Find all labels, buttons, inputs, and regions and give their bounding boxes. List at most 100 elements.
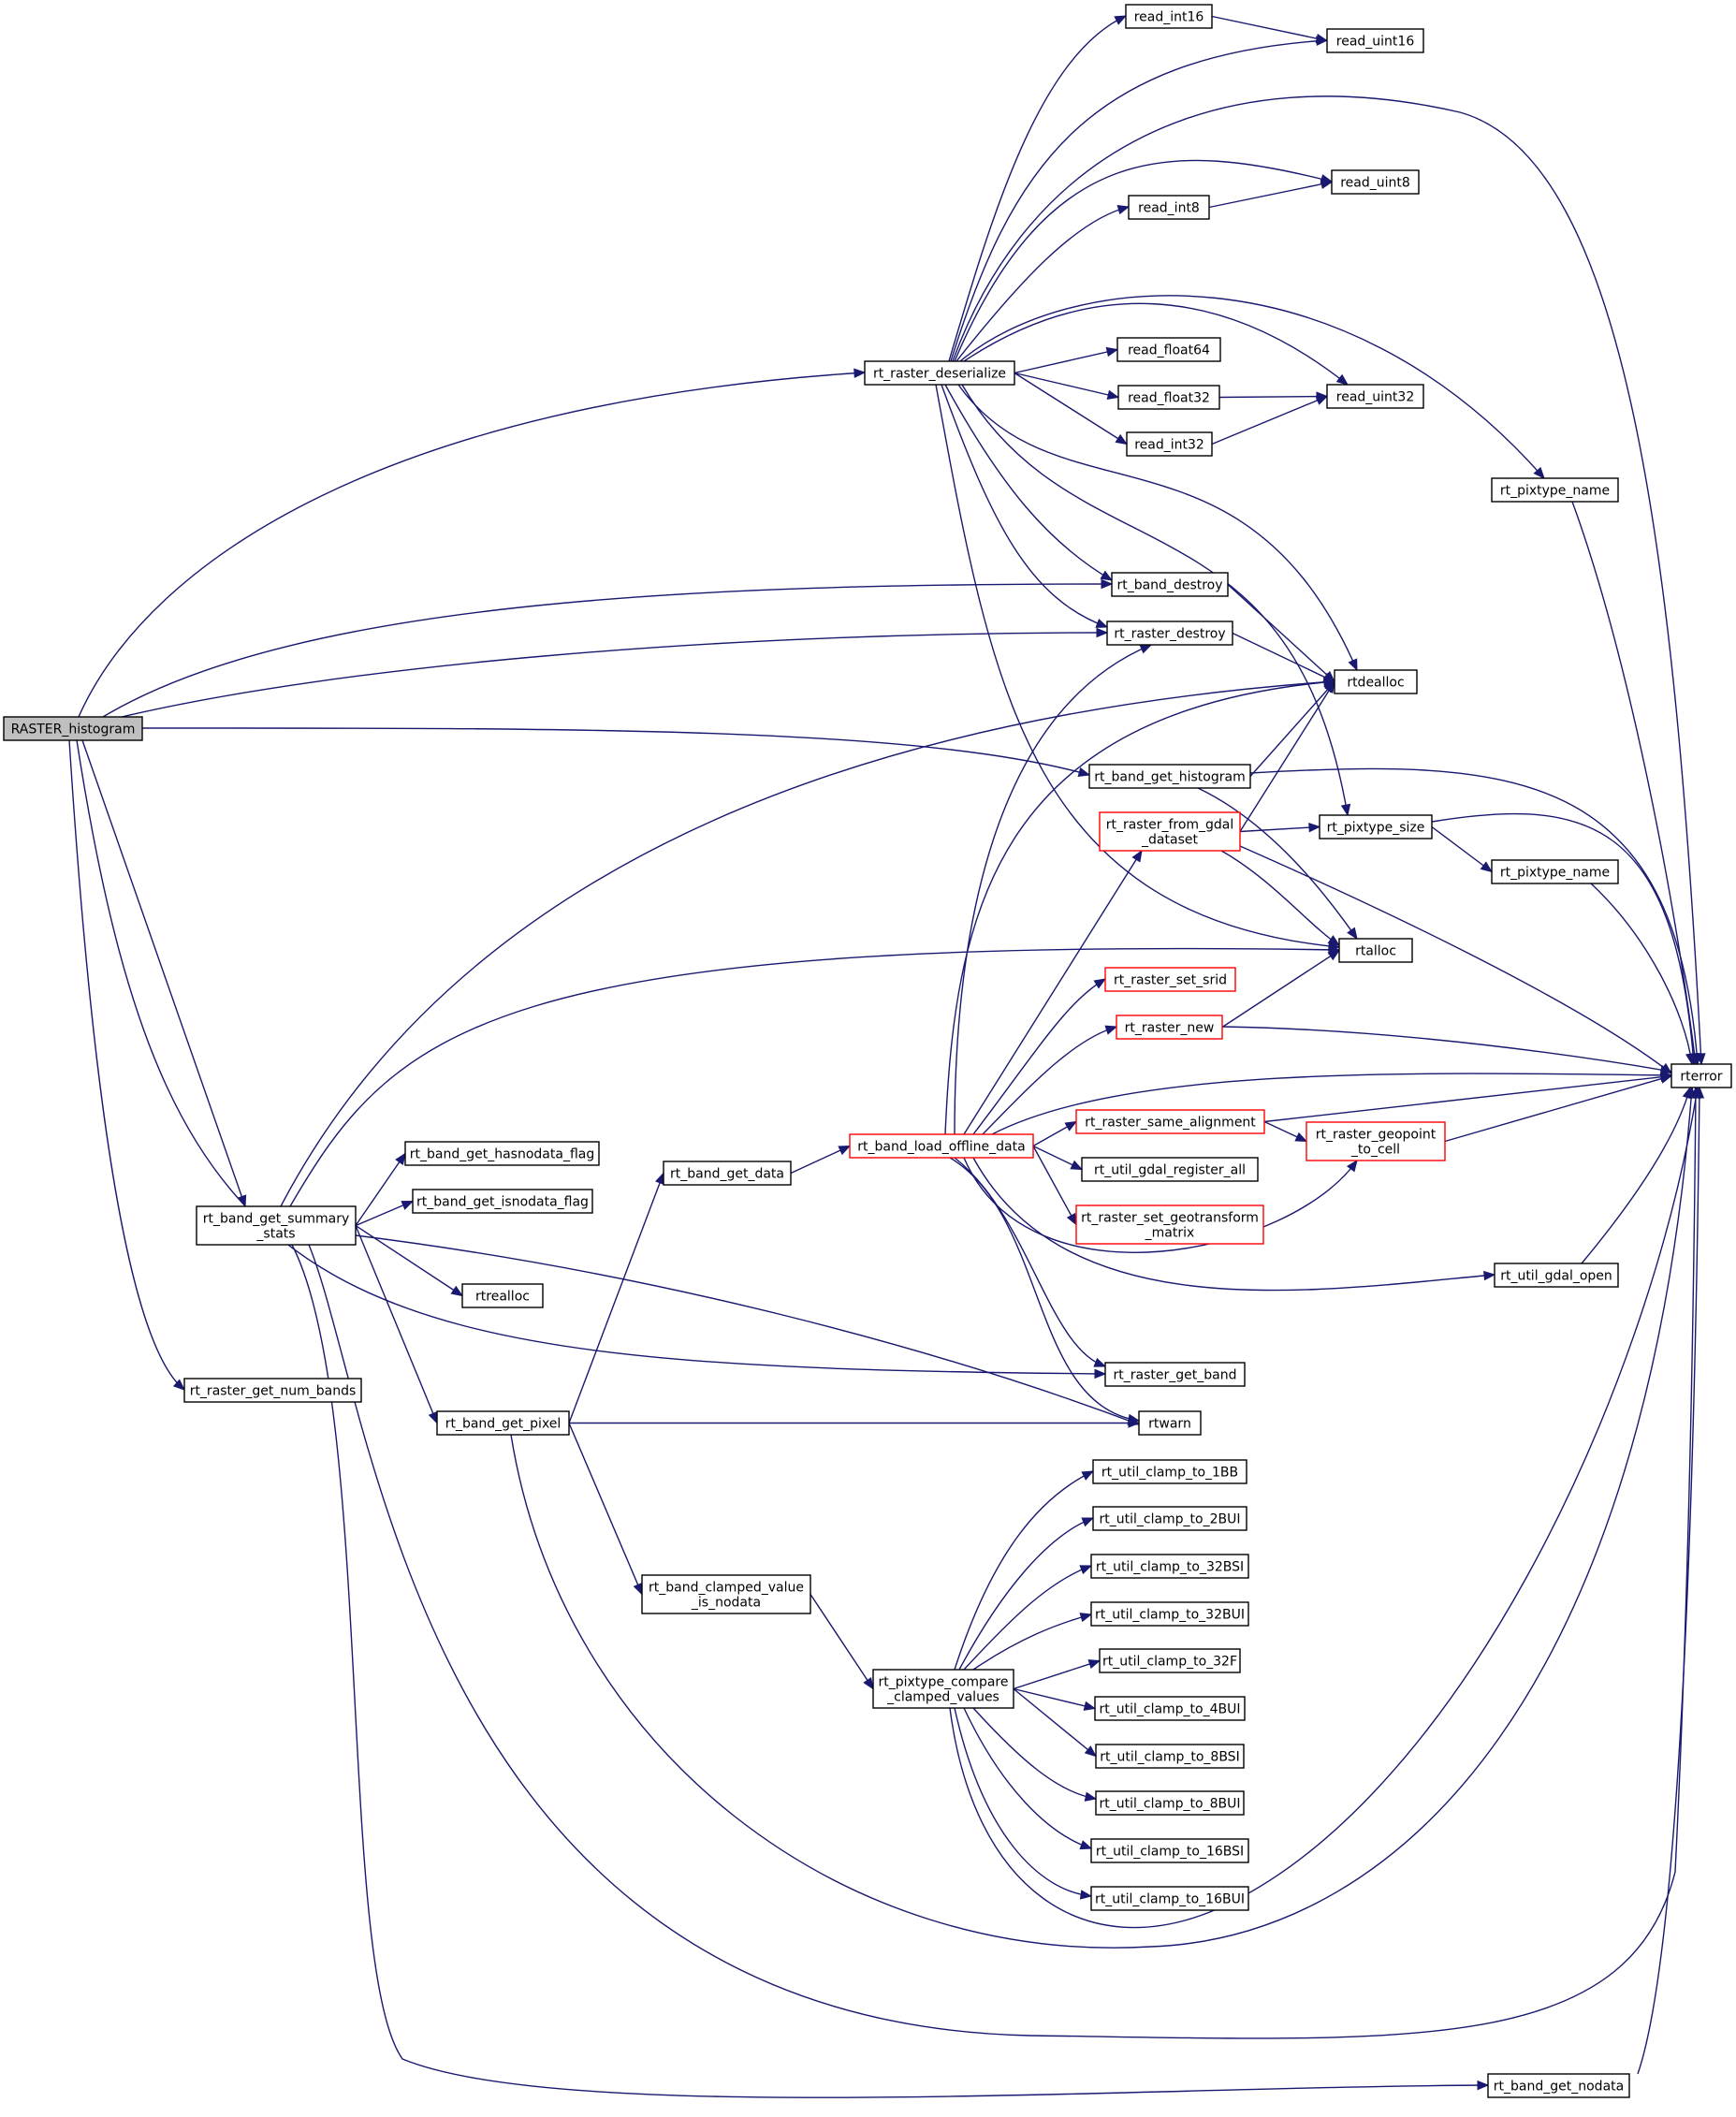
node-rt-util-clamp-to-8bui[interactable]: rt_util_clamp_to_8BUI <box>1095 1790 1245 1816</box>
node-read-uint32[interactable]: read_uint32 <box>1326 384 1424 409</box>
node-raster-histogram[interactable]: RASTER_histogram <box>3 716 143 741</box>
node-rt-pixtype-name-1[interactable]: rt_pixtype_name <box>1491 477 1619 503</box>
node-label: rt_util_clamp_to_8BSI <box>1100 1750 1239 1765</box>
node-label: rt_raster_same_alignment <box>1085 1116 1256 1131</box>
arrowhead <box>1294 1132 1308 1143</box>
arrowhead <box>1084 1791 1098 1802</box>
node-rt-pixtype-size[interactable]: rt_pixtype_size <box>1319 814 1433 840</box>
node-rt-util-clamp-to-32bui[interactable]: rt_util_clamp_to_32BUI <box>1090 1601 1249 1627</box>
edge-rt-util-gdal-open-to-rterror <box>1581 1086 1692 1264</box>
node-rt-raster-get-num-bands[interactable]: rt_raster_get_num_bands <box>183 1378 362 1403</box>
edge-rt-band-load-offline-data-to-rt-raster-set-srid <box>972 978 1107 1135</box>
arrowhead <box>1081 1470 1095 1481</box>
node-rt-band-get-nodata[interactable]: rt_band_get_nodata <box>1487 2073 1630 2098</box>
edge-rt-band-get-summary-stats-to-rt-band-get-nodata <box>291 1244 1490 2098</box>
node-box <box>1092 1459 1247 1484</box>
arrowhead <box>1346 1159 1358 1173</box>
edge-rt-raster-deserialize-to-read-uint8 <box>954 159 1334 362</box>
node-rt-band-get-pixel[interactable]: rt_band_get_pixel <box>436 1410 570 1436</box>
node-box <box>1494 1263 1619 1288</box>
node-rt-pixtype-compare-clamped-values[interactable]: rt_pixtype_compare_clamped_values <box>872 1669 1014 1709</box>
node-label: read_int16 <box>1134 10 1204 25</box>
node-label: rt_util_clamp_to_2BUI <box>1099 1512 1240 1527</box>
edge-rt-band-get-summary-stats-to-rterror <box>308 1086 1701 2039</box>
arrowhead <box>1315 395 1329 405</box>
node-rt-raster-get-band[interactable]: rt_raster_get_band <box>1104 1362 1246 1387</box>
node-rt-raster-same-alignment[interactable]: rt_raster_same_alignment <box>1075 1109 1265 1134</box>
node-label: rt_util_clamp_to_1BB <box>1101 1466 1238 1481</box>
node-rt-band-get-isnodata-flag[interactable]: rt_band_get_isnodata_flag <box>412 1189 593 1214</box>
node-rt-util-gdal-register-all[interactable]: rt_util_gdal_register_all <box>1081 1157 1259 1182</box>
node-rt-band-clamped-value-is-nodata[interactable]: rt_band_clamped_value_is_nodata <box>641 1574 811 1614</box>
node-box <box>1487 2073 1630 2098</box>
node-rt-raster-geopoint-to-cell[interactable]: rt_raster_geopoint_to_cell <box>1306 1121 1446 1161</box>
node-rt-band-get-summary-stats[interactable]: rt_band_get_summary_stats <box>196 1205 357 1246</box>
node-box <box>1334 669 1418 694</box>
node-rt-band-get-hasnodata-flag[interactable]: rt_band_get_hasnodata_flag <box>404 1141 600 1166</box>
node-rt-raster-from-gdal-dataset[interactable]: rt_raster_from_gdal_dataset <box>1099 811 1241 852</box>
arrowhead <box>172 1379 185 1391</box>
node-rt-raster-set-srid[interactable]: rt_raster_set_srid <box>1104 967 1236 992</box>
node-rt-util-clamp-to-1bb[interactable]: rt_util_clamp_to_1BB <box>1092 1459 1247 1484</box>
node-box <box>1104 967 1236 992</box>
edge-rt-raster-geopoint-to-cell-to-rterror <box>1444 1073 1673 1143</box>
node-box <box>1104 1362 1246 1387</box>
node-read-int8[interactable]: read_int8 <box>1128 195 1210 220</box>
node-label: read_float32 <box>1128 391 1210 406</box>
node-rt-util-clamp-to-16bsi[interactable]: rt_util_clamp_to_16BSI <box>1090 1838 1249 1863</box>
edge-rt-band-clamped-value-is-nodata-to-rt-pixtype-compare-clamped-values <box>810 1594 874 1690</box>
edge-rt-band-get-summary-stats-to-rtrealloc <box>355 1224 464 1297</box>
node-label: rtalloc <box>1355 944 1396 959</box>
edge-rt-raster-same-alignment-to-rterror <box>1263 1072 1673 1123</box>
node-rtalloc[interactable]: rtalloc <box>1338 938 1413 963</box>
arrowhead <box>1070 1160 1084 1171</box>
node-box <box>1111 572 1229 597</box>
node-rt-raster-deserialize[interactable]: rt_raster_deserialize <box>864 360 1015 386</box>
node-label: rt_util_clamp_to_32BSI <box>1096 1560 1244 1575</box>
node-rt-raster-destroy[interactable]: rt_raster_destroy <box>1106 620 1233 646</box>
node-label: rt_util_gdal_register_all <box>1094 1163 1246 1178</box>
node-label: rt_band_get_histogram <box>1094 770 1245 785</box>
node-label: _stats <box>255 1227 295 1242</box>
node-rt-band-destroy[interactable]: rt_band_destroy <box>1111 572 1229 597</box>
node-read-int32[interactable]: read_int32 <box>1126 431 1213 457</box>
node-box <box>1138 1410 1202 1436</box>
arrowhead <box>1328 944 1341 956</box>
node-read-float64[interactable]: read_float64 <box>1116 337 1221 362</box>
arrowhead <box>1105 346 1119 358</box>
node-read-float32[interactable]: read_float32 <box>1117 385 1220 410</box>
arrowhead <box>1084 1745 1098 1758</box>
node-read-int16[interactable]: read_int16 <box>1125 4 1213 29</box>
node-box <box>3 716 143 741</box>
edge-rt-raster-deserialize-to-read-uint32 <box>963 302 1349 386</box>
node-rt-band-load-offline-data[interactable]: rt_band_load_offline_data <box>849 1133 1034 1159</box>
node-label: rtwarn <box>1148 1417 1191 1432</box>
node-label: rt_util_clamp_to_32F <box>1102 1655 1237 1670</box>
node-rt-util-gdal-open[interactable]: rt_util_gdal_open <box>1494 1263 1619 1288</box>
edge-rt-pixtype-compare-clamped-values-to-rt-util-clamp-to-16bsi <box>963 1707 1093 1850</box>
node-rtdealloc[interactable]: rtdealloc <box>1334 669 1418 694</box>
node-rtwarn[interactable]: rtwarn <box>1138 1410 1202 1436</box>
edge-rt-raster-deserialize-to-read-float64 <box>1014 346 1119 374</box>
node-rt-util-clamp-to-32bsi[interactable]: rt_util_clamp_to_32BSI <box>1090 1554 1249 1579</box>
edge-rt-band-get-summary-stats-to-rt-band-get-pixel <box>355 1225 438 1424</box>
node-read-uint16[interactable]: read_uint16 <box>1326 28 1424 53</box>
node-rt-band-get-histogram[interactable]: rt_band_get_histogram <box>1088 764 1251 789</box>
edge-read-int8-to-read-uint8 <box>1208 179 1334 209</box>
node-box <box>1095 1744 1245 1769</box>
node-rt-raster-set-geotransform-matrix[interactable]: rt_raster_set_geotransform_matrix <box>1075 1204 1264 1245</box>
node-rt-raster-new[interactable]: rt_raster_new <box>1116 1015 1223 1040</box>
node-rt-band-get-data[interactable]: rt_band_get_data <box>663 1161 792 1186</box>
node-rtrealloc[interactable]: rtrealloc <box>461 1283 544 1308</box>
node-rt-pixtype-name-2[interactable]: rt_pixtype_name <box>1491 859 1619 884</box>
node-rt-util-clamp-to-16bui[interactable]: rt_util_clamp_to_16BUI <box>1090 1886 1249 1911</box>
node-rterror[interactable]: rterror <box>1670 1063 1732 1088</box>
node-read-uint8[interactable]: read_uint8 <box>1331 169 1420 195</box>
node-label: rt_util_clamp_to_4BUI <box>1099 1702 1240 1717</box>
node-rt-util-clamp-to-32f[interactable]: rt_util_clamp_to_32F <box>1099 1648 1241 1673</box>
node-rt-util-clamp-to-2bui[interactable]: rt_util_clamp_to_2BUI <box>1092 1506 1247 1531</box>
node-rt-util-clamp-to-4bui[interactable]: rt_util_clamp_to_4BUI <box>1094 1696 1246 1721</box>
node-rt-util-clamp-to-8bsi[interactable]: rt_util_clamp_to_8BSI <box>1095 1744 1245 1769</box>
node-label: rt_raster_set_geotransform <box>1081 1211 1259 1226</box>
edge-rt-band-get-histogram-to-rtalloc <box>1197 787 1358 941</box>
